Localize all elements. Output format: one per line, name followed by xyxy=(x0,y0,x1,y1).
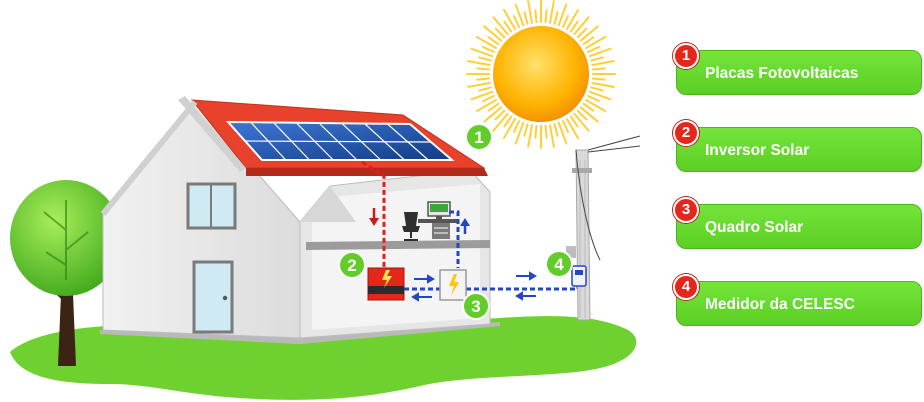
legend-number-badge: 3 xyxy=(673,197,699,223)
electric-meter xyxy=(571,265,587,287)
marker-4-label: 4 xyxy=(554,255,564,274)
marker-3: 3 xyxy=(462,292,490,320)
utility-pole xyxy=(566,135,641,321)
marker-2: 2 xyxy=(338,251,366,279)
tree xyxy=(10,180,122,366)
solar-board xyxy=(439,269,467,301)
computer-desk xyxy=(402,201,458,241)
inverter xyxy=(367,267,405,301)
legend-label: Placas Fotovoltaicas xyxy=(705,65,859,82)
flow-arrows xyxy=(369,208,537,302)
solar-panels xyxy=(225,120,455,161)
marker-3-label: 3 xyxy=(471,297,480,316)
house-window xyxy=(186,182,237,230)
dc-wire xyxy=(361,160,386,268)
legend-item-quadro-solar: 3 Quadro Solar xyxy=(673,197,922,249)
marker-2-label: 2 xyxy=(347,256,356,275)
legend-number-badge: 4 xyxy=(673,274,699,300)
legend-number-badge: 2 xyxy=(673,120,699,146)
legend-item-medidor-da-celesc: 4 Medidor da CELESC xyxy=(673,274,922,326)
legend-item-placas-fotovoltaicas: 1 Placas Fotovoltaicas xyxy=(673,43,922,95)
marker-1: 1 xyxy=(465,123,493,151)
legend-label: Medidor da CELESC xyxy=(705,296,855,313)
legend-label: Inversor Solar xyxy=(705,142,810,159)
house-door xyxy=(192,260,234,334)
sun xyxy=(466,0,616,149)
marker-4: 4 xyxy=(545,250,573,278)
legend-item-inversor-solar: 2 Inversor Solar xyxy=(673,120,922,172)
legend-label: Quadro Solar xyxy=(705,219,804,236)
marker-1-label: 1 xyxy=(474,128,483,147)
legend-number-badge: 1 xyxy=(673,43,699,69)
